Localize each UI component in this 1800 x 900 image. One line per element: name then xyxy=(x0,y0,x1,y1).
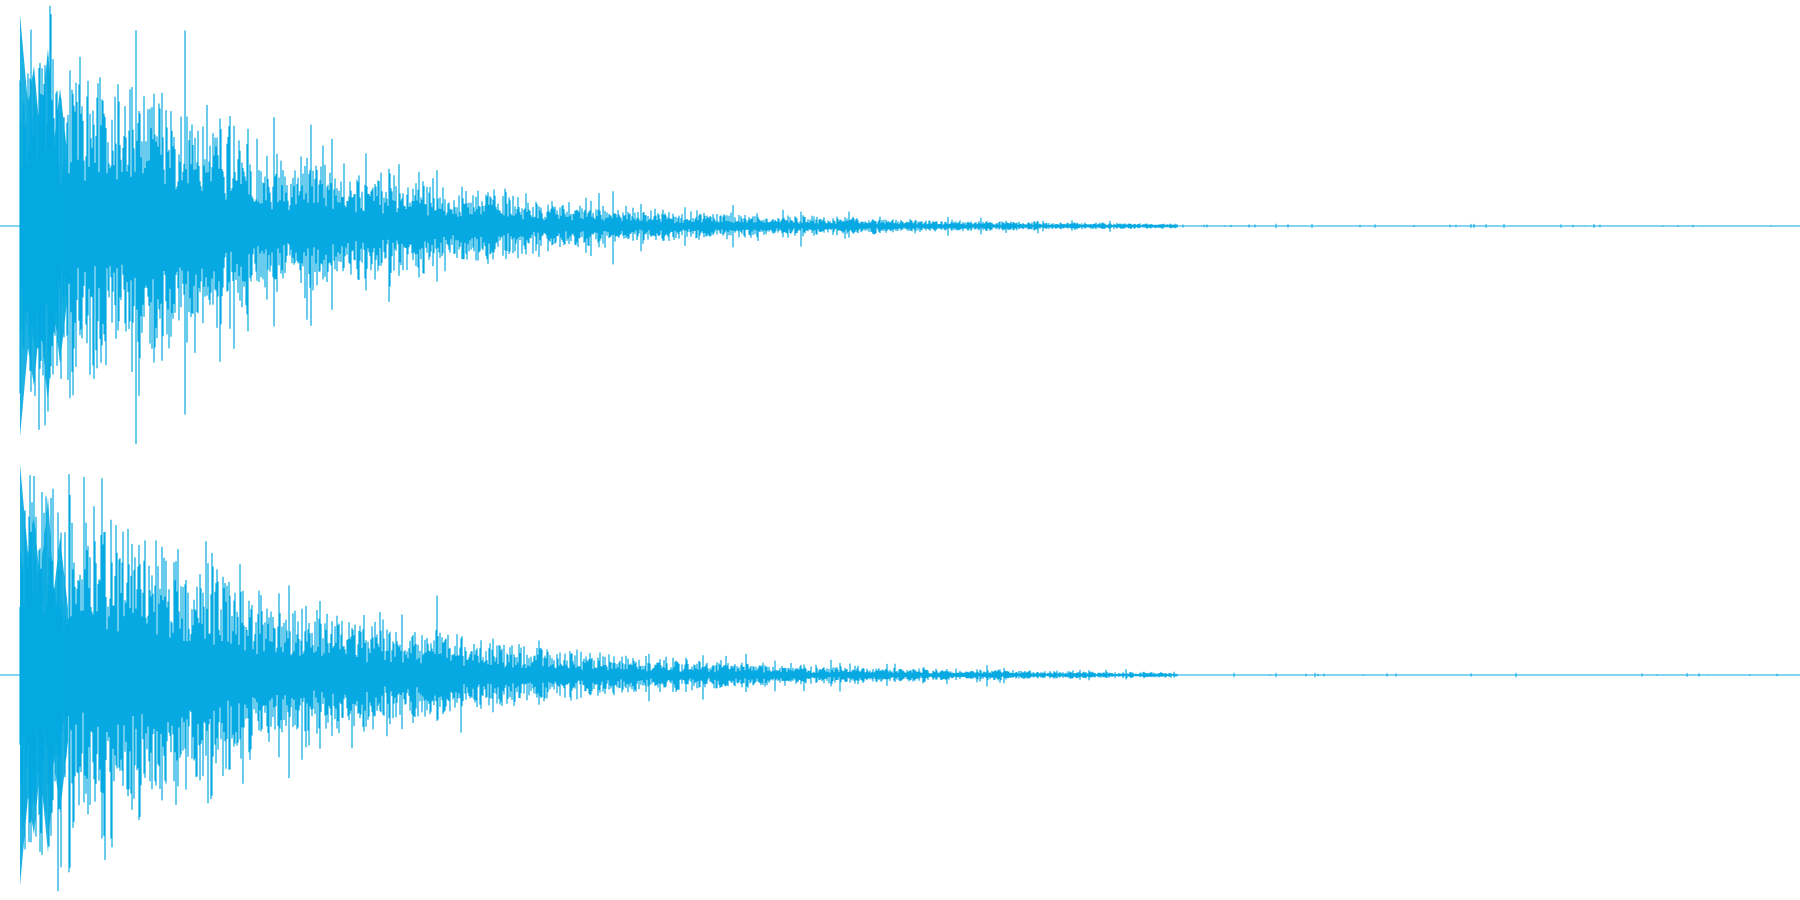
waveform-attack-right xyxy=(20,464,68,886)
channels xyxy=(0,5,1800,892)
waveform-tail-left xyxy=(1176,223,1799,229)
channel-left xyxy=(0,5,1800,445)
waveform-tail-right xyxy=(1176,672,1799,678)
waveform-attack-left xyxy=(20,15,68,437)
channel-right xyxy=(0,464,1800,892)
